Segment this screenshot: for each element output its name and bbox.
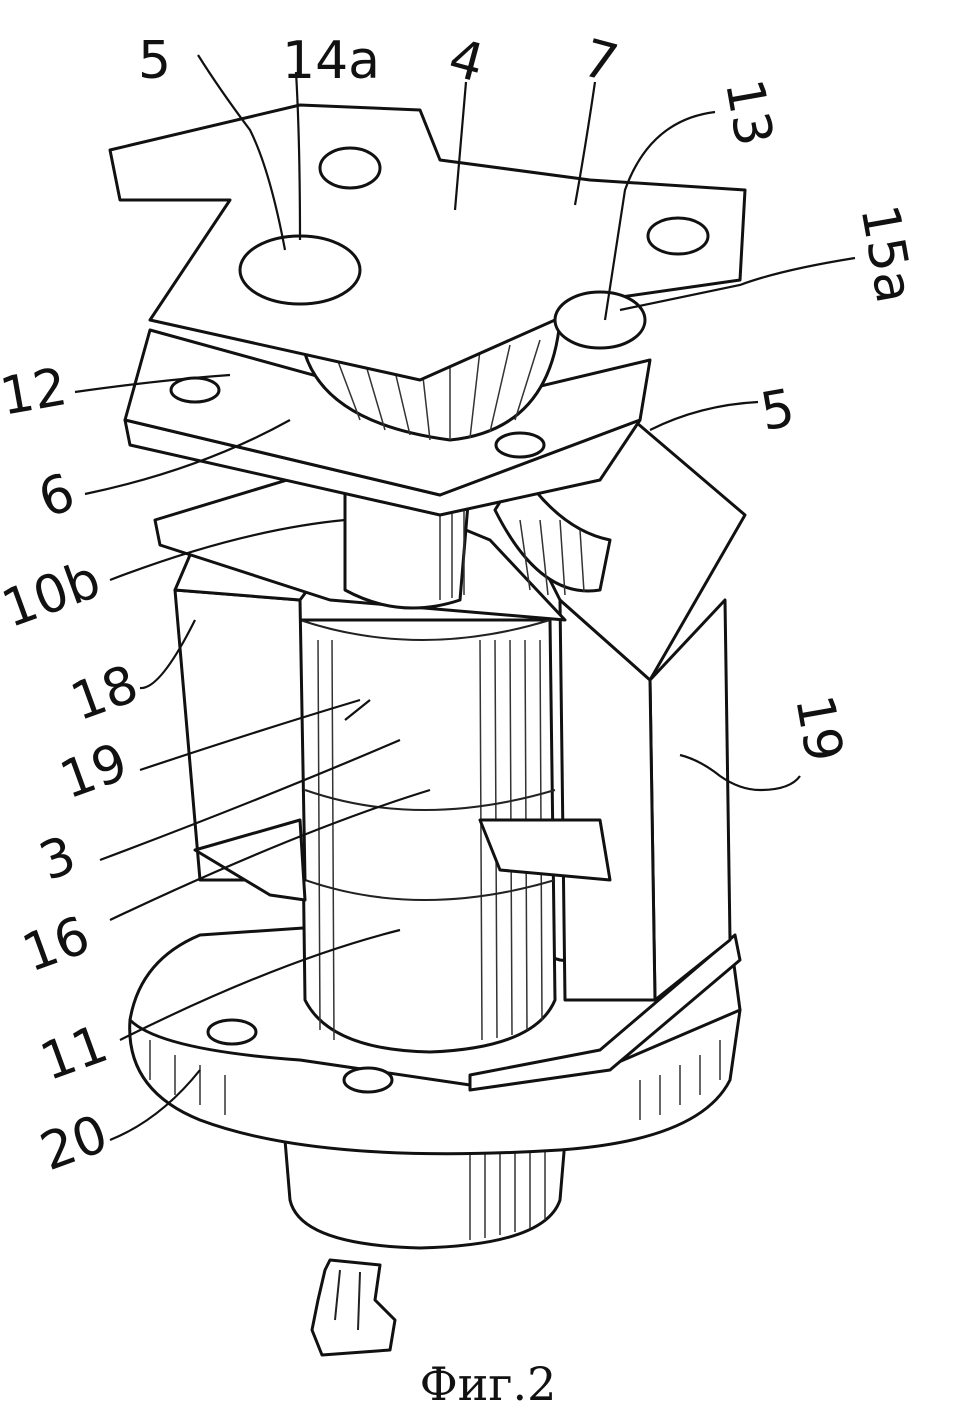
central-cylinder (298, 618, 557, 1054)
label-13: 13 (713, 75, 784, 151)
label-4: 4 (442, 28, 489, 95)
figure-caption: Фиг.2 (420, 1357, 557, 1411)
label-11: 11 (33, 1014, 116, 1093)
label-3: 3 (32, 825, 84, 893)
label-18: 18 (63, 654, 146, 733)
label-14a: 14a (282, 31, 380, 91)
bottom-key (310, 1258, 397, 1357)
label-6: 6 (31, 462, 83, 530)
label-12: 12 (0, 357, 71, 428)
label-15a: 15a (848, 200, 924, 307)
label-7: 7 (576, 28, 623, 95)
label-20: 20 (33, 1104, 116, 1183)
lower-boss (283, 1138, 567, 1250)
label-19-right: 19 (783, 691, 854, 767)
label-5-top: 5 (138, 31, 171, 91)
top-plate (108, 103, 747, 382)
label-5-right: 5 (756, 378, 799, 443)
leader-lines (74, 54, 856, 1142)
label-10b: 10b (0, 550, 108, 640)
label-19-left: 19 (53, 732, 136, 811)
label-16: 16 (15, 905, 98, 984)
